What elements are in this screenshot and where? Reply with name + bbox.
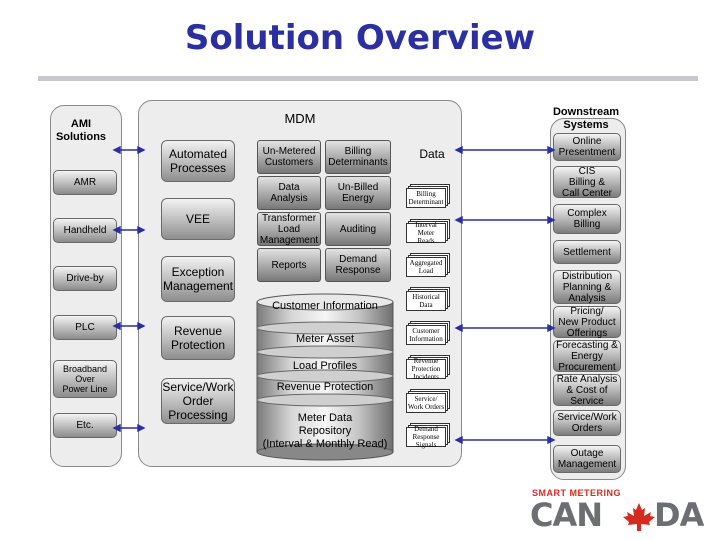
data-doc-aggregated-load: Aggregated Load (406, 253, 450, 277)
downstream-service-work-orders[interactable]: Service/Work Orders (553, 410, 621, 436)
ami-item-plc[interactable]: PLC (53, 315, 117, 340)
mdm-service-work-order[interactable]: Service/Work Order Processing (161, 378, 235, 424)
mdm-grid-billing-determinants[interactable]: Billing Determinants (325, 140, 391, 174)
downstream-online-presentment[interactable]: Online Presentment (553, 133, 621, 161)
mdm-grid-reports[interactable]: Reports (257, 248, 321, 282)
downstream-distribution-planning[interactable]: Distribution Planning & Analysis (553, 270, 621, 304)
logo-word-right: DA (654, 496, 704, 534)
downstream-complex-billing[interactable]: Complex Billing (553, 204, 621, 234)
mdm-grid-auditing[interactable]: Auditing (325, 212, 391, 246)
title-divider (38, 76, 698, 81)
data-doc-interval-meter-reads: Interval Meter Reads (406, 219, 450, 245)
downstream-cis-billing[interactable]: CIS Billing & Call Center (553, 166, 621, 199)
mdm-grid-transformer-load[interactable]: Transformer Load Management (257, 212, 321, 246)
ami-item-handheld[interactable]: Handheld (53, 218, 117, 243)
db-load-profiles: Load Profiles (292, 360, 358, 372)
data-doc-service-work-orders: Service/ Work Orders (406, 389, 450, 413)
logo-tagline: SMART METERING (532, 488, 621, 498)
mdm-grid-un-billed-energy[interactable]: Un-Billed Energy (325, 176, 391, 210)
data-doc-demand-response-signals: Demand Response Signals (406, 423, 450, 449)
mdm-automated-processes[interactable]: Automated Processes (161, 140, 235, 182)
downstream-settlement[interactable]: Settlement (553, 240, 621, 264)
maple-leaf-icon (623, 503, 655, 531)
mdm-database (256, 293, 394, 461)
downstream-outage-management[interactable]: Outage Management (553, 445, 621, 473)
mdm-grid-demand-response[interactable]: Demand Response (325, 248, 391, 282)
ami-item-drive-by[interactable]: Drive-by (53, 266, 117, 291)
data-doc-historical-data: Historical Data (406, 287, 450, 311)
mdm-vee[interactable]: VEE (161, 198, 235, 240)
page-title: Solution Overview (184, 18, 536, 58)
mdm-grid-un-metered-customers[interactable]: Un-Metered Customers (257, 140, 321, 174)
mdm-header: MDM (284, 111, 316, 126)
ami-item-etc[interactable]: Etc. (53, 413, 117, 438)
data-doc-customer-information: Customer Information (406, 321, 450, 345)
ami-item-bpl[interactable]: Broadband Over Power Line (53, 360, 117, 398)
mdm-grid-data-analysis[interactable]: Data Analysis (257, 176, 321, 210)
downstream-rate-analysis[interactable]: Rate Analysis & Cost of Service (553, 374, 621, 407)
logo-word-left: CAN (530, 496, 603, 534)
db-revenue-protection: Revenue Protection (276, 381, 374, 393)
mdm-revenue-protection[interactable]: Revenue Protection (161, 316, 235, 360)
db-meter-data-repository: Meter Data Repository (Interval & Monthl… (262, 412, 388, 450)
downstream-pricing[interactable]: Pricing/ New Product Offerings (553, 306, 621, 339)
data-doc-billing-determinant: Billing Determinant (406, 184, 450, 208)
data-doc-revenue-protection-incidents: Revenue Protection Incidents (406, 355, 450, 381)
downstream-header: Downstream Systems (552, 106, 620, 131)
data-header: Data (419, 147, 445, 161)
mdm-exception-management[interactable]: Exception Management (161, 256, 235, 302)
db-customer-information: Customer Information (272, 300, 378, 312)
smart-metering-canada-logo: SMART METERING CAN DA (530, 488, 704, 536)
db-meter-asset: Meter Asset (295, 333, 355, 345)
downstream-forecasting[interactable]: Forecasting & Energy Procurement (553, 340, 621, 373)
ami-solutions-header: AMI Solutions (55, 118, 107, 143)
ami-item-amr[interactable]: AMR (53, 170, 117, 195)
